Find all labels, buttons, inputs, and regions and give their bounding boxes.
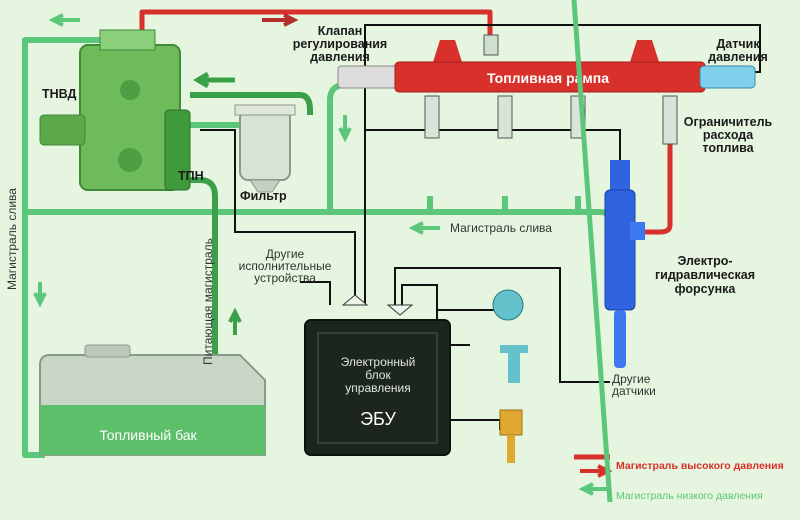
high-pressure-lines <box>139 9 673 235</box>
fuel-rail-label: Топливная рампа <box>487 70 609 86</box>
svg-text:Электро-: Электро- <box>677 254 732 268</box>
svg-text:расхода: расхода <box>703 128 754 142</box>
svg-text:Электронный: Электронный <box>341 355 416 369</box>
pressure-sensor-label: Датчик давления <box>708 37 768 64</box>
filter-label: Фильтр <box>240 189 287 203</box>
svg-text:давления: давления <box>310 50 370 64</box>
svg-text:форсунка: форсунка <box>675 282 737 296</box>
flow-limiter-label: Ограничитель расхода топлива <box>684 115 773 155</box>
svg-text:устройства: устройства <box>254 271 316 285</box>
svg-text:Ограничитель: Ограничитель <box>684 115 773 129</box>
svg-text:управления: управления <box>345 381 410 395</box>
lp-pump-label: ТПН <box>178 169 204 183</box>
legend-low-pressure: Магистраль низкого давления <box>616 490 763 502</box>
return-line-label-mid: Магистраль слива <box>450 221 552 235</box>
ecu-label: Электронный блок управления ЭБУ <box>341 355 416 429</box>
fuel-rail <box>337 34 756 145</box>
supply-line-label: Питающая магистраль <box>201 238 215 365</box>
svg-text:блок: блок <box>365 368 391 382</box>
other-actuators-label: Другие исполнительные устройства <box>239 247 332 285</box>
svg-text:гидравлическая: гидравлическая <box>655 268 755 282</box>
fuel-tank <box>39 344 266 456</box>
svg-text:Датчик: Датчик <box>716 37 760 51</box>
flow-arrows <box>33 13 440 335</box>
return-line-label-left: Магистраль слива <box>5 188 19 290</box>
injector-label: Электро- гидравлическая форсунка <box>655 254 755 296</box>
ecu-wiring <box>200 24 761 430</box>
pressure-valve-label: Клапан регулирования давления <box>293 24 387 64</box>
svg-text:Другие: Другие <box>612 372 651 386</box>
svg-text:датчики: датчики <box>612 384 656 398</box>
other-sensors-label: Другие датчики <box>612 372 656 398</box>
injector <box>604 160 645 368</box>
sensors <box>492 289 528 463</box>
svg-text:Другие: Другие <box>266 247 305 261</box>
hp-pump-label: ТНВД <box>42 87 77 101</box>
hp-pump <box>39 29 191 191</box>
svg-text:давления: давления <box>708 50 768 64</box>
svg-text:Клапан: Клапан <box>318 24 363 38</box>
ecu-box <box>304 294 451 456</box>
fuel-tank-label: Топливный бак <box>99 427 197 443</box>
svg-text:топлива: топлива <box>702 141 754 155</box>
svg-text:исполнительные: исполнительные <box>239 259 332 273</box>
legend: Магистраль высокого давления Магистраль … <box>571 0 784 503</box>
legend-high-pressure: Магистраль высокого давления <box>616 460 784 472</box>
svg-text:регулирования: регулирования <box>293 37 387 51</box>
fuel-filter <box>234 104 296 193</box>
svg-text:ЭБУ: ЭБУ <box>360 409 396 429</box>
